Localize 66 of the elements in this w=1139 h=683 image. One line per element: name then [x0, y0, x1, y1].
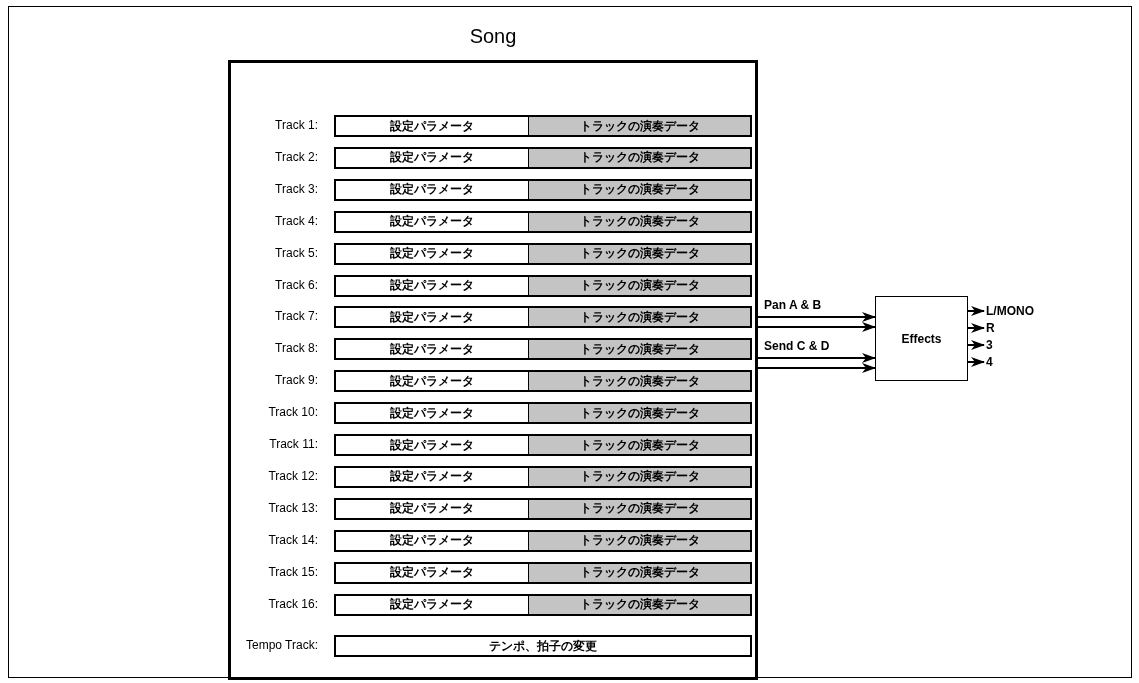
arrow	[757, 322, 876, 332]
parameter-box: 設定パラメータ	[334, 306, 530, 329]
track-label: Track 10:	[268, 405, 318, 420]
track-label: Tempo Track:	[245, 638, 318, 652]
output-label: 4	[986, 354, 993, 370]
parameter-box: 設定パラメータ	[334, 593, 530, 616]
arrow	[757, 312, 876, 322]
arrow	[757, 353, 876, 363]
track-label: Track 13:	[268, 500, 318, 515]
arrow	[967, 357, 985, 367]
performance-data-box: トラックの演奏データ	[529, 465, 752, 488]
performance-data-box: トラックの演奏データ	[529, 274, 752, 297]
performance-data-box: トラックの演奏データ	[529, 561, 752, 584]
parameter-box: 設定パラメータ	[334, 465, 530, 488]
song-title: Song	[468, 24, 518, 48]
track-label: Track 1:	[275, 118, 318, 132]
performance-data-box: トラックの演奏データ	[529, 210, 752, 233]
parameter-box: 設定パラメータ	[334, 561, 530, 584]
track-label: Track 7:	[275, 309, 318, 324]
performance-data-box: トラックの演奏データ	[529, 178, 752, 201]
track-label: Track 3:	[275, 181, 318, 196]
track-label: Track 14:	[268, 532, 318, 547]
track-label: Track 11:	[269, 437, 318, 451]
parameter-box: 設定パラメータ	[334, 434, 530, 456]
parameter-box: 設定パラメータ	[334, 274, 530, 297]
performance-data-box: トラックの演奏データ	[529, 402, 752, 425]
parameter-box: 設定パラメータ	[334, 242, 530, 265]
track-label: Track 15:	[268, 564, 318, 579]
parameter-box: 設定パラメータ	[334, 178, 530, 201]
track-label: Track 12:	[268, 468, 318, 483]
arrow	[967, 340, 985, 350]
output-label: R	[986, 320, 995, 336]
arrow	[967, 306, 985, 316]
parameter-box: 設定パラメータ	[334, 497, 530, 520]
track-label: Track 16:	[268, 596, 318, 611]
output-label: L/MONO	[986, 303, 1034, 319]
tempo-track-box: テンポ、拍子の変更	[334, 635, 752, 657]
track-label: Track 4:	[275, 213, 318, 228]
parameter-box: 設定パラメータ	[334, 146, 530, 169]
track-label: Track 2:	[275, 149, 318, 164]
parameter-box: 設定パラメータ	[334, 210, 530, 233]
performance-data-box: トラックの演奏データ	[529, 115, 752, 137]
edge-label: Send C & D	[763, 339, 831, 353]
performance-data-box: トラックの演奏データ	[529, 370, 752, 393]
parameter-box: 設定パラメータ	[334, 529, 530, 552]
performance-data-box: トラックの演奏データ	[529, 242, 752, 265]
arrow	[967, 323, 985, 333]
edge-label: Pan A & B	[763, 298, 823, 312]
performance-data-box: トラックの演奏データ	[529, 146, 752, 169]
effects-box: Effects	[875, 296, 968, 381]
parameter-box: 設定パラメータ	[334, 115, 530, 137]
track-label: Track 5:	[275, 245, 318, 260]
performance-data-box: トラックの演奏データ	[529, 529, 752, 552]
parameter-box: 設定パラメータ	[334, 370, 530, 393]
performance-data-box: トラックの演奏データ	[529, 306, 752, 329]
parameter-box: 設定パラメータ	[334, 338, 530, 361]
performance-data-box: トラックの演奏データ	[529, 338, 752, 361]
performance-data-box: トラックの演奏データ	[529, 434, 752, 456]
track-label: Track 6:	[275, 277, 318, 292]
performance-data-box: トラックの演奏データ	[529, 497, 752, 520]
parameter-box: 設定パラメータ	[334, 402, 530, 425]
track-label: Track 9:	[275, 373, 318, 388]
performance-data-box: トラックの演奏データ	[529, 593, 752, 616]
arrow	[757, 363, 876, 373]
track-label: Track 8:	[275, 341, 318, 356]
output-label: 3	[986, 337, 993, 353]
